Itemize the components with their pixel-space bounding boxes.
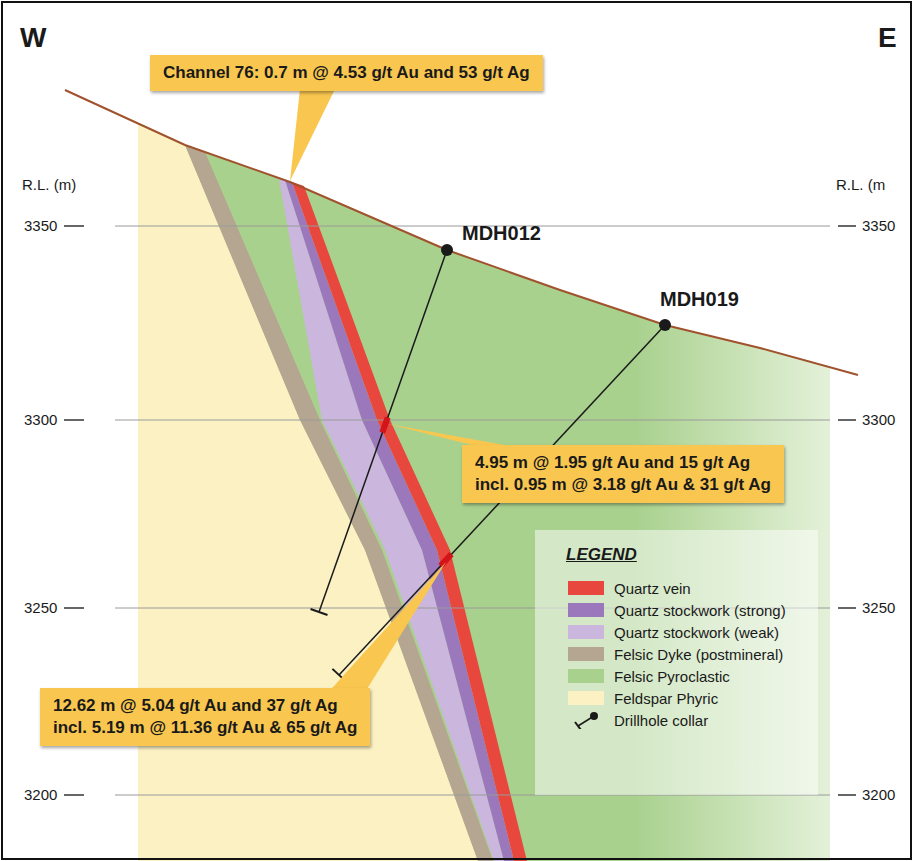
legend-row: Felsic Dyke (postmineral): [568, 644, 783, 664]
elevation-tick: [838, 419, 856, 421]
axis-title: R.L. (m): [22, 176, 76, 193]
legend-row: Feldspar Phyric: [568, 688, 718, 708]
quartz-vein-band: [292, 182, 527, 861]
strong-stockwork-band: [285, 180, 514, 861]
elevation-value: 3350: [24, 217, 57, 234]
compass-west: W: [20, 22, 46, 54]
legend-swatch: [568, 625, 604, 639]
axis-title: R.L. (m: [836, 176, 885, 193]
dyke-band: [185, 145, 493, 861]
elevation-value: 3250: [24, 599, 57, 616]
elevation-value: 3200: [862, 786, 895, 803]
legend-swatch: [568, 581, 604, 595]
legend-row: Quartz stockwork (weak): [568, 622, 779, 642]
topography-line: [65, 90, 858, 375]
assay-text: 12.62 m @ 5.04 g/t Au and 37 g/t Ag: [53, 695, 357, 717]
elevation-tick: [838, 794, 856, 796]
pyroclastic-unit: [138, 123, 830, 861]
legend-row: Quartz stockwork (strong): [568, 600, 786, 620]
legend-row: Drillhole collar: [568, 710, 708, 730]
assay-text: 4.95 m @ 1.95 g/t Au and 15 g/t Ag: [475, 452, 771, 474]
callout-tail: [290, 89, 335, 181]
legend-swatch: [568, 647, 604, 661]
elevation-value: 3300: [862, 411, 895, 428]
end-of-hole: [311, 609, 328, 615]
elevation-value: 3300: [24, 411, 57, 428]
drillhole-trace: [319, 250, 447, 612]
weak-stockwork-band: [279, 179, 504, 861]
callout-box: Channel 76: 0.7 m @ 4.53 g/t Au and 53 g…: [150, 55, 543, 91]
legend-text: Quartz stockwork (strong): [614, 602, 786, 619]
elevation-tick: [838, 225, 856, 227]
elevation-tick: [64, 225, 84, 227]
assay-text: incl. 5.19 m @ 11.36 g/t Au & 65 g/t Ag: [53, 717, 357, 739]
intercept-mark: [441, 554, 452, 566]
callout-box: 4.95 m @ 1.95 g/t Au and 15 g/t Agincl. …: [462, 445, 784, 503]
elevation-value: 3200: [24, 786, 57, 803]
legend-swatch: [568, 603, 604, 617]
legend-row: Felsic Pyroclastic: [568, 666, 730, 686]
intercept-mark: [382, 417, 387, 432]
elevation-tick: [64, 419, 84, 421]
legend-swatch: [568, 691, 604, 705]
legend-text: Quartz stockwork (weak): [614, 624, 779, 641]
legend-title: LEGEND: [566, 545, 637, 565]
callout-tail: [388, 424, 515, 447]
assay-text: incl. 0.95 m @ 3.18 g/t Au & 31 g/t Ag: [475, 474, 771, 496]
elevation-tick: [838, 607, 856, 609]
assay-text: Channel 76: 0.7 m @ 4.53 g/t Au and 53 g…: [163, 62, 530, 84]
legend-row: Quartz vein: [568, 578, 691, 598]
elevation-line: [115, 420, 830, 421]
legend-text: Feldspar Phyric: [614, 690, 718, 707]
compass-east: E: [878, 22, 897, 54]
legend-text: Drillhole collar: [614, 712, 708, 729]
drillhole-collar: [441, 244, 453, 256]
legend-symbol: [568, 711, 604, 729]
callout-box: 12.62 m @ 5.04 g/t Au and 37 g/t Agincl.…: [40, 688, 370, 746]
callout-tail: [330, 562, 446, 690]
legend-text: Felsic Pyroclastic: [614, 668, 730, 685]
elevation-tick: [64, 607, 84, 609]
legend-swatch: [568, 669, 604, 683]
drillhole-name: MDH019: [660, 288, 739, 311]
drillhole-collar: [659, 319, 671, 331]
elevation-tick: [64, 794, 84, 796]
legend-text: Quartz vein: [614, 580, 691, 597]
drillhole-name: MDH012: [462, 222, 541, 245]
elevation-value: 3350: [862, 217, 895, 234]
legend-box: [535, 530, 818, 795]
legend-text: Felsic Dyke (postmineral): [614, 646, 783, 663]
elevation-value: 3250: [862, 599, 895, 616]
